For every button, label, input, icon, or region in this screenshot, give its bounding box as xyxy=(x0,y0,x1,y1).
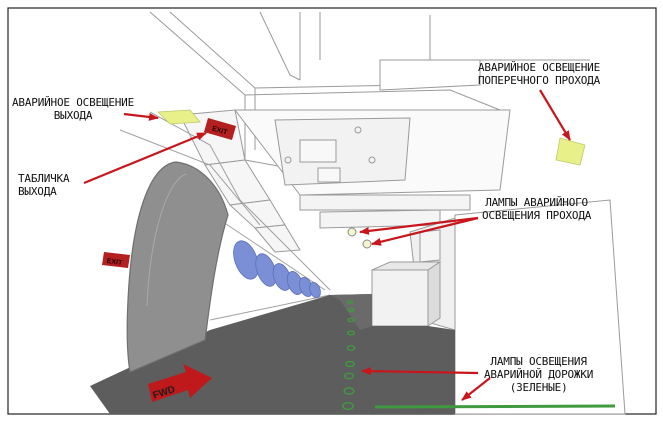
arrow-aisle-lamp-2 xyxy=(371,216,479,246)
arrow-exit-sign xyxy=(83,131,207,185)
path-lamp xyxy=(343,372,355,380)
cabin-window xyxy=(309,281,321,299)
label-path-lamps: ЛАМПЫ ОСВЕЩЕНИЯ АВАРИЙНОЙ ДОРОЖКИ (ЗЕЛЕН… xyxy=(484,355,594,394)
label-aisle-lamps: ЛАМПЫ АВАРИЙНОГО ОСВЕЩЕНИЯ ПРОХОДА xyxy=(482,196,592,222)
cabin-window xyxy=(233,240,259,280)
path-lamps xyxy=(342,300,356,411)
label-exit-sign: ТАБЛИЧКА ВЫХОДА xyxy=(18,172,70,198)
aisle-lamp-1 xyxy=(347,227,357,237)
path-lamp xyxy=(345,360,355,368)
arrow-aisle-lamp-1 xyxy=(359,216,479,235)
callout-arrows xyxy=(83,89,571,401)
arrow-path-lamps xyxy=(361,367,479,376)
exit-sign-wall xyxy=(102,252,130,268)
label-exit-lighting: АВАРИЙНОЕ ОСВЕЩЕНИЕ ВЫХОДА xyxy=(12,96,135,122)
cross-aisle-light-panel xyxy=(555,137,586,166)
arrow-floor-strip xyxy=(461,377,491,401)
exit-sign-wall-text: EXIT xyxy=(106,258,123,267)
arrow-exit-lighting xyxy=(123,112,159,121)
path-lamp xyxy=(347,317,355,323)
path-lamp xyxy=(347,330,356,336)
arrow-cross-aisle xyxy=(539,89,571,141)
cabin-windows xyxy=(233,240,321,299)
path-lamp xyxy=(343,387,355,395)
exit-sign-ceiling-text: EXIT xyxy=(211,125,229,136)
path-lamp xyxy=(346,300,354,304)
label-cross-aisle-lighting: АВАРИЙНОЕ ОСВЕЩЕНИЕ ПОПЕРЕЧНОГО ПРОХОДА xyxy=(478,61,601,87)
exit-door-seam xyxy=(146,173,187,307)
floor-path-strip xyxy=(374,404,616,409)
aisle-lamp-2 xyxy=(362,239,372,249)
exit-door xyxy=(126,161,229,373)
path-lamp xyxy=(347,307,355,313)
path-lamp xyxy=(342,401,354,411)
path-lamp xyxy=(346,345,356,351)
exit-light-panel xyxy=(157,109,201,125)
ceiling xyxy=(149,11,590,253)
exit-sign-ceiling xyxy=(204,118,236,140)
fwd-arrow xyxy=(148,364,212,402)
